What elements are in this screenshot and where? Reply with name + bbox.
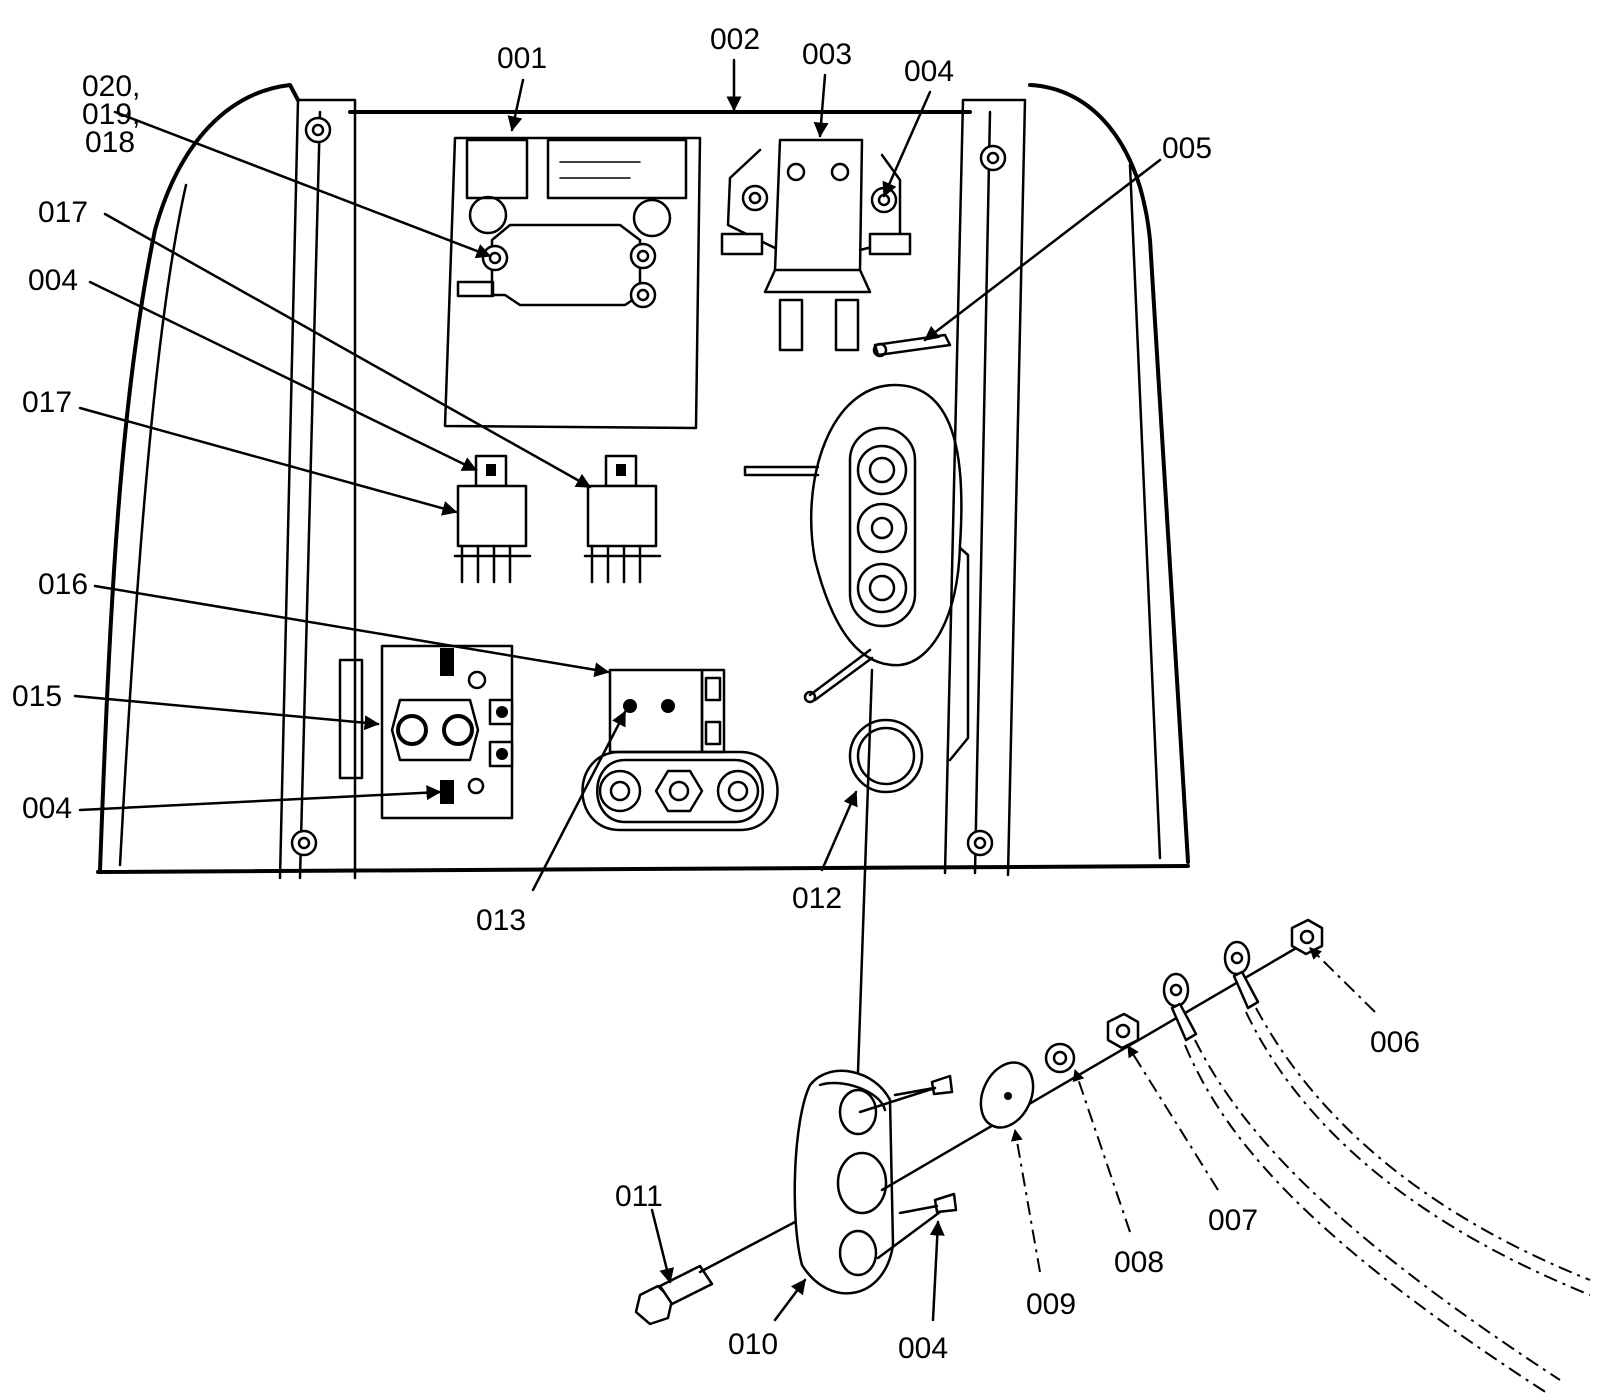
- callout-labels: 001 002 003 004 005 020, 019, 018 017 00…: [12, 23, 1420, 1365]
- label-018: 018: [85, 126, 135, 159]
- label-019: 019,: [82, 98, 140, 131]
- label-015: 015: [12, 680, 62, 713]
- label-001: 001: [497, 42, 547, 75]
- label-003: 003: [802, 38, 852, 71]
- breaker-assembly: [338, 644, 514, 820]
- circuit-board: [443, 136, 702, 430]
- label-006: 006: [1370, 1026, 1420, 1059]
- label-008: 008: [1114, 1246, 1164, 1279]
- label-009: 009: [1026, 1288, 1076, 1321]
- relay-left: [453, 454, 532, 584]
- label-004-lower: 004: [898, 1332, 948, 1365]
- label-017-top: 017: [38, 196, 88, 229]
- label-004-bottom: 004: [22, 792, 72, 825]
- leader-lines: [73, 58, 1376, 1322]
- label-020: 020,: [82, 70, 140, 103]
- solenoid: [720, 138, 912, 352]
- label-002: 002: [710, 23, 760, 56]
- label-011: 011: [615, 1180, 663, 1213]
- terminal-strip: [581, 750, 779, 832]
- module: [608, 668, 726, 754]
- grommet: [848, 718, 924, 794]
- control-panel-housing: [96, 83, 1190, 880]
- label-005: 005: [1162, 132, 1212, 165]
- label-004-left: 004: [28, 264, 78, 297]
- label-010: 010: [728, 1328, 778, 1361]
- label-004-top: 004: [904, 55, 954, 88]
- exploded-terminal-assembly: [634, 918, 1591, 1396]
- label-017-mid: 017: [22, 386, 72, 419]
- wire-clip: [872, 333, 952, 358]
- label-016: 016: [38, 568, 88, 601]
- terminal-block-oval: [743, 383, 970, 762]
- label-013: 013: [476, 904, 526, 937]
- relay-right: [583, 454, 662, 584]
- label-007: 007: [1208, 1204, 1258, 1237]
- label-012: 012: [792, 882, 842, 915]
- assembly-line: [856, 668, 874, 1074]
